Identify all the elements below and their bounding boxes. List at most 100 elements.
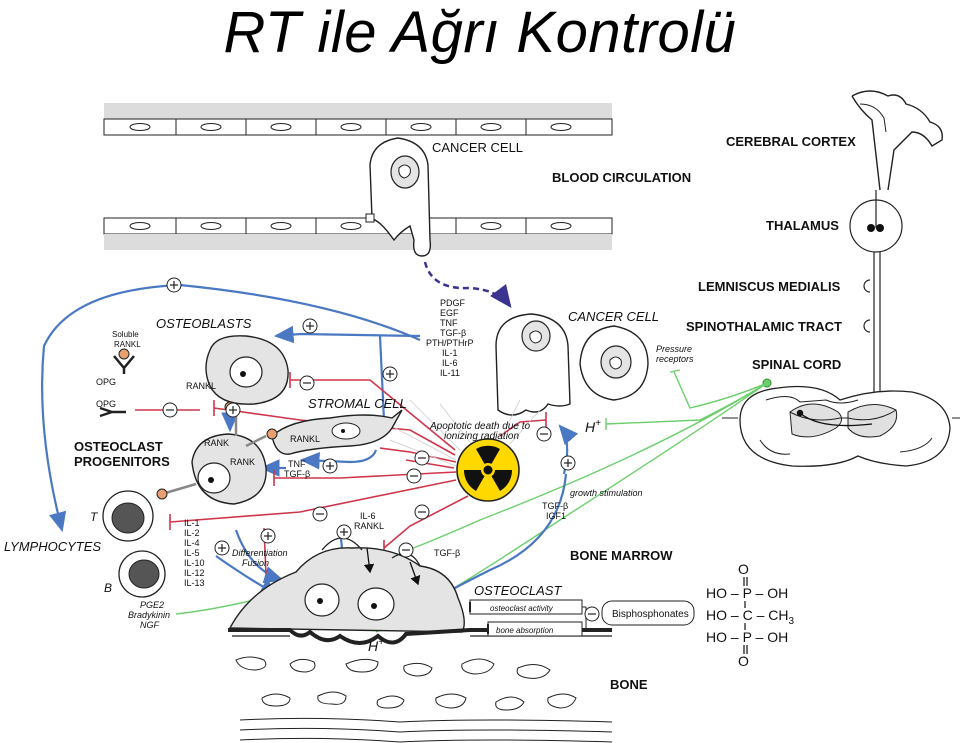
- metastasis-arrow: [423, 261, 512, 308]
- label-cerebral-cortex: CEREBRAL CORTEX: [726, 134, 856, 149]
- growth-factor-item: PDGF: [440, 298, 466, 308]
- bisphosphonates-box: [601, 600, 695, 626]
- growth-factor-item: PTH/PTHrP: [426, 338, 474, 348]
- minus-sign-icon: [162, 402, 178, 418]
- label-fusion: Fusion: [242, 558, 269, 568]
- label-h-plus-bottom: H+: [368, 637, 384, 654]
- label-bone: BONE: [610, 677, 648, 692]
- label-tnf: TNF: [288, 459, 306, 469]
- blood-vessel: [103, 103, 613, 250]
- osteoclast-progenitor-cell: [156, 401, 278, 505]
- label-tgf-b-2: TGF-β: [542, 501, 568, 511]
- label-stromal-cell: STROMAL CELL: [308, 396, 407, 411]
- chem-row-2: HO – C – CH3: [706, 607, 794, 627]
- label-spinal-cord: SPINAL CORD: [752, 357, 841, 372]
- label-il6: IL-6: [360, 511, 376, 521]
- interleukin-item: IL-10: [184, 558, 205, 568]
- label-rankl-stromal: RANKL: [290, 434, 320, 444]
- radiation-icon: [379, 399, 541, 502]
- label-rankl-soluble: RANKL: [114, 340, 141, 349]
- label-lymphocytes: LYMPHOCYTES: [4, 539, 101, 554]
- minus-sign-icon: [406, 468, 422, 484]
- minus-sign-icon: [414, 504, 430, 520]
- plus-sign-icon: [225, 402, 241, 418]
- minus-sign-icon: [414, 450, 430, 466]
- label-b-cell: B: [104, 581, 112, 595]
- bone-absorption-box: [487, 621, 583, 637]
- label-tgf-b-3: TGF-β: [434, 548, 460, 558]
- label-thalamus: THALAMUS: [766, 218, 839, 233]
- plus-sign-icon: [382, 366, 398, 382]
- growth-factor-item: IL-1: [442, 348, 458, 358]
- label-rank-2: RANK: [230, 457, 255, 467]
- neural-pathway: [722, 90, 960, 467]
- label-rankl-il6: RANKL: [354, 521, 384, 531]
- label-cancer-cell-right: CANCER CELL: [568, 309, 659, 324]
- growth-factor-item: IL-6: [442, 358, 458, 368]
- interleukin-item: IL-13: [184, 578, 205, 588]
- label-t-cell: T: [90, 510, 99, 524]
- label-osteoclast-progenitors-2: PROGENITORS: [74, 454, 170, 469]
- label-osteoclast-progenitors-1: OSTEOCLAST: [74, 439, 163, 454]
- interleukins-list: IL-1 IL-2 IL-4 IL-5 IL-10 IL-12 IL-13: [184, 518, 205, 588]
- label-spinothalamic-tract: SPINOTHALAMIC TRACT: [686, 319, 842, 334]
- label-soluble: Soluble: [112, 330, 139, 339]
- minus-sign-icon: [398, 542, 414, 558]
- plus-sign-icon: [260, 528, 276, 544]
- plus-sign-icon: [166, 277, 182, 293]
- label-bone-marrow: BONE MARROW: [570, 548, 673, 563]
- label-opg-2: OPG: [96, 399, 116, 409]
- growth-factors-list: PDGF EGF TNF TGF-β PTH/PTHrP IL-1 IL-6 I…: [426, 298, 474, 378]
- plus-sign-icon: [302, 318, 318, 334]
- label-pge2: PGE2: [140, 600, 164, 610]
- label-bone-absorption: bone absorption: [496, 626, 554, 635]
- interleukin-item: IL-4: [184, 538, 200, 548]
- label-blood-circulation: BLOOD CIRCULATION: [552, 170, 691, 185]
- label-rank-1: RANK: [204, 438, 229, 448]
- growth-factor-item: TGF-β: [440, 328, 466, 338]
- growth-factor-item: IL-11: [440, 368, 460, 378]
- interleukin-item: IL-1: [184, 518, 200, 528]
- label-differentiation: Differentiation: [232, 548, 288, 558]
- minus-sign-icon: [536, 426, 552, 442]
- opg-receptor-icon: [99, 348, 135, 418]
- chem-o-top: O: [738, 561, 749, 577]
- minus-sign-icon: [299, 375, 315, 391]
- chem-o-bottom: O: [738, 653, 749, 669]
- label-pressure: Pressure: [656, 344, 692, 354]
- label-osteoblasts: OSTEOBLASTS: [156, 316, 252, 331]
- label-tgf-b-1: TGF-β: [284, 469, 310, 479]
- stromal-cell: [271, 409, 403, 455]
- label-bisphosphonates: Bisphosphonates: [612, 609, 689, 620]
- plus-sign-icon: [336, 524, 352, 540]
- label-ngf: NGF: [140, 620, 160, 630]
- label-osteoclast: OSTEOCLAST: [474, 583, 562, 598]
- label-apoptotic-2: ionizing radiation: [444, 431, 519, 442]
- osteoblast-cell: [205, 335, 289, 405]
- page-title: RT ile Ağrı Kontrolü: [223, 0, 737, 65]
- label-osteoclast-activity: osteoclast activity: [490, 604, 554, 613]
- label-h-plus-right: H+: [585, 418, 601, 435]
- chem-row-1: HO – P – OH: [706, 585, 788, 601]
- plus-sign-icon: [322, 458, 338, 474]
- bone-surface: [228, 628, 613, 743]
- signal-signs: [162, 277, 576, 558]
- minus-sign-icon: [312, 506, 328, 522]
- plus-sign-icon: [560, 455, 576, 471]
- chem-row-3: HO – P – OH: [706, 629, 788, 645]
- cancer-cell-circulating: [365, 137, 432, 257]
- label-cancer-cell-top: CANCER CELL: [432, 140, 523, 155]
- label-apoptotic-1: Apoptotic death due to: [429, 421, 531, 432]
- lymphocytes: [102, 490, 166, 598]
- label-growth-stimulation: growth stimulation: [570, 488, 643, 498]
- growth-factor-item: TNF: [440, 318, 458, 328]
- interleukin-item: IL-12: [184, 568, 205, 578]
- label-receptors: receptors: [656, 354, 694, 364]
- label-bradykinin: Bradykinin: [128, 610, 170, 620]
- label-opg-1: OPG: [96, 377, 116, 387]
- interleukin-item: IL-5: [184, 548, 200, 558]
- label-igf1: IGF1: [546, 511, 566, 521]
- plus-sign-icon: [214, 540, 230, 556]
- label-rankl-osteoblast: RANKL: [186, 381, 216, 391]
